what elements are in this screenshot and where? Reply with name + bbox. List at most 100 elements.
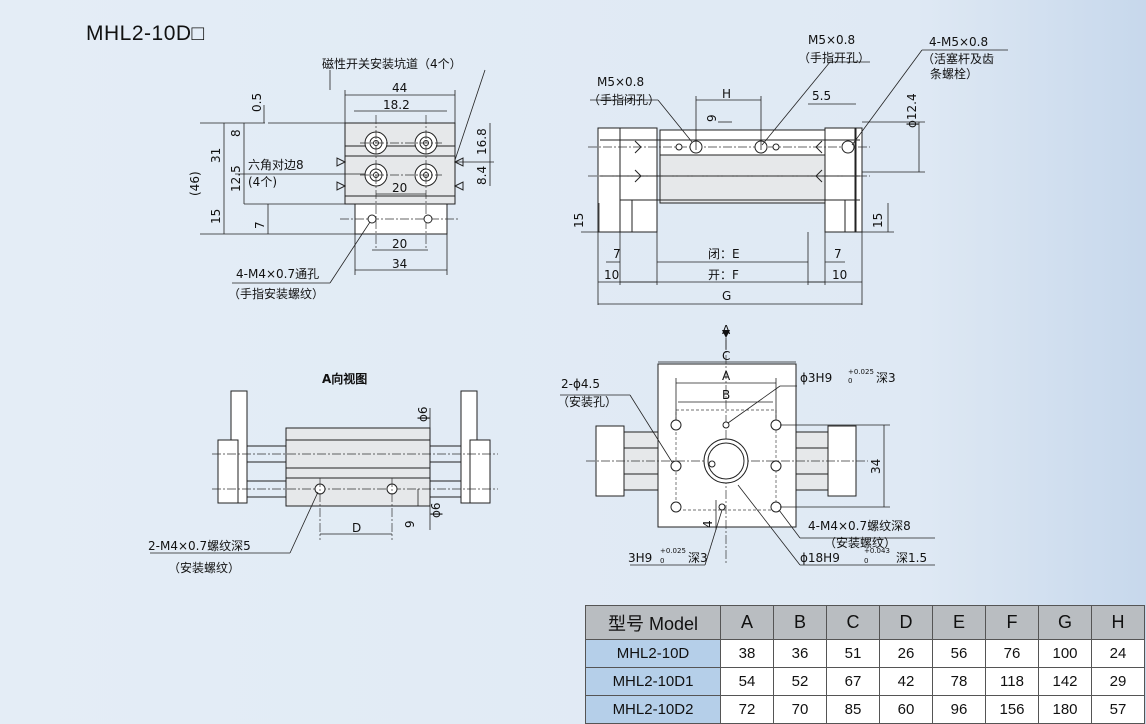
port-open-note: （手指开孔） [798,50,870,65]
table-header-row: 型号 Model A B C D E F G H [585,605,1145,640]
rack-bolt-icon [841,140,855,154]
rack-bolt-note1: （活塞杆及齿 [922,51,994,66]
dim-G: G [722,289,731,303]
table-cell: 142 [1038,667,1092,696]
dim-7: 7 [253,221,267,229]
dim-D: D [352,521,361,535]
port-close-size: M5×0.8 [597,75,644,89]
view-arrow-icon [722,330,730,338]
dim-20-lower: 20 [392,237,407,251]
table-row: MHL2-10D1 54 52 67 42 78 118 142 29 [585,667,1145,696]
header-B: B [773,605,827,640]
dim-16-8: 16.8 [475,128,489,155]
dim-0-5: 0.5 [250,93,264,112]
hex-count: (4个) [248,175,277,189]
dim-5-5: 5.5 [812,89,831,103]
table-cell: 85 [826,695,880,724]
dim-phi6-bottom: ϕ6 [429,502,443,518]
port-open-size: M5×0.8 [808,33,855,47]
dim-4: 4 [701,520,715,528]
table-cell: 52 [773,667,827,696]
rack-bolt-size: 4-M5×0.8 [929,35,988,49]
top-view-left: 磁性开关安装坑道（4个） 44 18.2 0.5 8 31 12.5 (46) … [188,56,494,301]
view-A-label: A向视图 [322,371,367,386]
dim-A: A [722,369,731,383]
mount-thread-size: 4-M4×0.7螺纹深8 [808,519,911,533]
table-cell: 76 [985,639,1039,668]
dim-44: 44 [392,81,407,95]
bore-tol-lo: 0 [864,557,868,565]
dim-46: (46) [188,171,202,196]
table-cell: 51 [826,639,880,668]
mount-hole-icon [770,460,782,472]
mount-thread-size: 2-M4×0.7螺纹深5 [148,539,251,553]
header-F: F [985,605,1039,640]
table-row: MHL2-10D 38 36 51 26 56 76 100 24 [585,639,1145,668]
table-cell: 70 [773,695,827,724]
mount-hole-icon [670,419,682,431]
dimension-table: 型号 Model A B C D E F G H MHL2-10D 38 36 … [585,605,1145,724]
pin-bottom-size: 3H9 [628,551,652,565]
dim-12-5: 12.5 [229,165,243,192]
table-cell: 29 [1091,667,1145,696]
bottom-view: A C A B 34 4 2-ϕ4.5 （安装孔） ϕ3H9 +0.025 0 … [557,323,935,566]
row-model: MHL2-10D1 [585,667,721,696]
dim-18-2: 18.2 [383,98,410,112]
table-cell: 57 [1091,695,1145,724]
dim-8: 8 [229,129,243,137]
table-cell: 67 [826,667,880,696]
dim-15-right: 15 [871,213,885,228]
bore-tol-up: +0.043 [864,547,890,555]
mount-thread-note: （安装螺纹） [168,560,240,575]
dim-7-right: 7 [834,247,842,261]
front-view: M5×0.8 （手指开孔） M5×0.8 （手指闭孔） 4-M5×0.8 （活塞… [572,33,1008,305]
dim-F: 开：F [708,268,739,282]
pin-top-tol-up: +0.025 [848,368,874,376]
header-model: 型号 Model [585,605,721,640]
pin-top-depth: 深3 [876,371,896,385]
dim-C: C [722,349,730,363]
dim-8-4: 8.4 [475,166,489,185]
header-H: H [1091,605,1145,640]
dim-34: 34 [392,257,407,271]
pin-top-tol-lo: 0 [848,377,852,385]
header-E: E [932,605,986,640]
pin-bottom-tol-up: +0.025 [660,547,686,555]
header-A: A [720,605,774,640]
table-cell: 72 [720,695,774,724]
pin-hole-icon [718,503,726,511]
finger-hole-sub: （手指安装螺纹） [228,286,324,301]
mount-hole-note: （安装孔） [557,394,617,409]
header-C: C [826,605,880,640]
view-A: A向视图 ϕ6 ϕ6 9 D 2-M4×0.7螺纹深5 （安装螺纹） [148,371,498,575]
dim-15: 15 [209,209,223,224]
dim-7-left: 7 [613,247,621,261]
body-top-view [344,122,456,205]
pin-bottom-tol-lo: 0 [660,557,664,565]
mount-hole-icon [670,501,682,513]
mount-thread-note: （安装螺纹） [824,535,896,550]
header-G: G [1038,605,1092,640]
rack-bolt-note2: 条螺栓） [930,66,978,81]
center-bore-icon [703,438,749,484]
dim-31: 31 [209,148,223,163]
bore-size: ϕ18H9 [800,551,840,565]
mount-hole-size: 2-ϕ4.5 [561,377,600,391]
mount-hole-icon [670,460,682,472]
pin-top-size: ϕ3H9 [800,371,832,385]
table-cell: 60 [879,695,933,724]
table-cell: 56 [932,639,986,668]
finger-hole-icon [367,214,377,224]
hex-note: 六角对边8 [248,158,304,172]
finger-hole-icon [423,214,433,224]
drawing-title: MHL2-10D□ [86,22,205,45]
table-cell: 38 [720,639,774,668]
dim-B: B [722,388,730,402]
dim-34: 34 [869,459,883,474]
bore-depth: 深1.5 [896,551,927,565]
table-cell: 54 [720,667,774,696]
row-model: MHL2-10D2 [585,695,721,724]
dim-10-left: 10 [604,268,619,282]
dim-10-right: 10 [832,268,847,282]
